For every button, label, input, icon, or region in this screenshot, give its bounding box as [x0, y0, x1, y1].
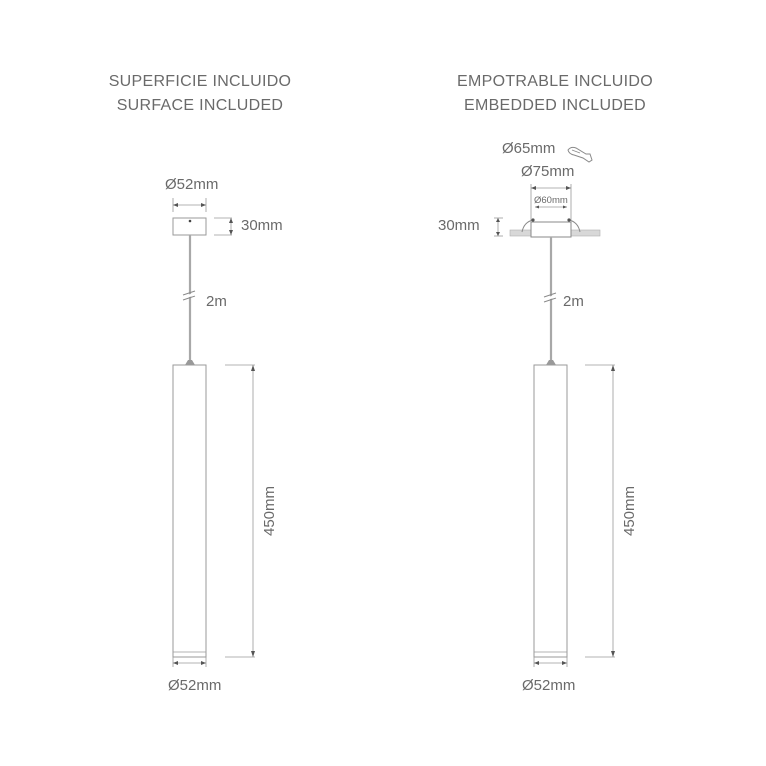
embedded-cable-length-label: 2m [563, 293, 584, 310]
embedded-body-length-dimension [585, 364, 615, 658]
embedded-title: EMPOTRABLE INCLUIDO EMBEDDED INCLUDED [440, 70, 670, 118]
surface-variant-drawing [172, 198, 255, 667]
embedded-body-diameter-dimension [533, 657, 568, 667]
surface-pendant-body [172, 364, 207, 658]
recess-height-dimension [494, 217, 503, 237]
inner-diameter-dimension [535, 205, 567, 209]
embedded-inner-diameter-label: Ø60mm [534, 195, 568, 206]
hole-saw-icon [567, 146, 593, 163]
embedded-title-en: EMBEDDED INCLUDED [463, 97, 646, 114]
embedded-title-es: EMPOTRABLE INCLUIDO [457, 73, 653, 90]
canopy-diameter-dimension [172, 198, 207, 212]
embedded-body-length-label: 450mm [621, 485, 638, 536]
embedded-recess-height-label: 30mm [438, 217, 480, 234]
embedded-body-diameter-label: Ø52mm [522, 677, 576, 694]
surface-canopy-height-label: 30mm [241, 217, 283, 234]
surface-cable-length-label: 2m [206, 293, 227, 310]
surface-canopy-diameter-label: Ø52mm [165, 176, 219, 193]
canopy-height-dimension [214, 217, 233, 236]
surface-body-length-dimension [225, 364, 255, 658]
embedded-flange-diameter-label: Ø75mm [521, 163, 575, 180]
surface-title-es: SUPERFICIE INCLUIDO [108, 73, 292, 90]
embedded-cutout-diameter-label: Ø65mm [502, 140, 556, 157]
recessed-housing [530, 221, 572, 238]
surface-body-length-label: 450mm [261, 485, 278, 536]
embedded-pendant-body [533, 364, 568, 658]
embedded-variant-drawing [494, 146, 615, 667]
surface-body-diameter-label: Ø52mm [168, 677, 222, 694]
surface-body-diameter-dimension [172, 657, 207, 667]
flange-diameter-dimension [530, 184, 572, 220]
surface-title: SUPERFICIE INCLUIDO SURFACE INCLUDED [90, 70, 310, 118]
surface-title-en: SURFACE INCLUDED [116, 97, 284, 114]
